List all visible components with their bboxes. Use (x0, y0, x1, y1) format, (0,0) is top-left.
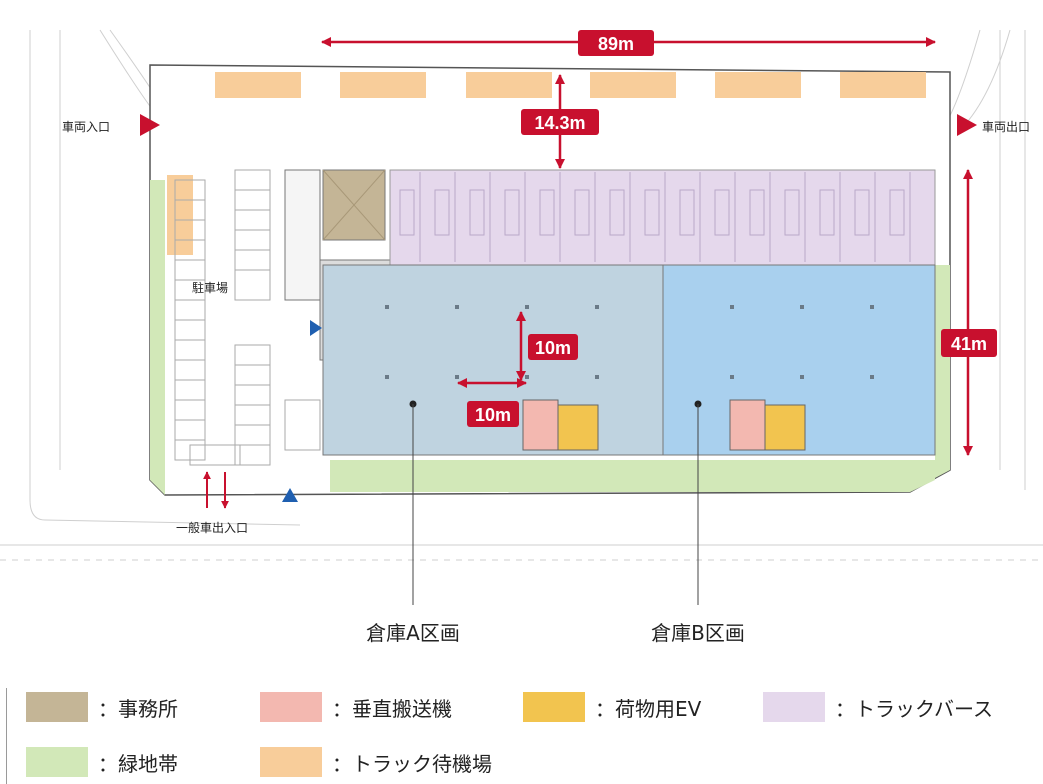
legend-swatch (26, 747, 88, 777)
vehicle-entrance-label: 車両入口 (62, 120, 110, 134)
warehouse-b-area (662, 264, 936, 456)
legend-swatch (260, 692, 322, 722)
entrance-marker (282, 488, 298, 502)
floor-plan: 89m 14.3m 41m 10m 10m 車両入口 車両出口 駐車場 一般車出… (0, 29, 1043, 645)
truck-waiting-areas (167, 72, 926, 255)
legend-swatch (523, 692, 585, 722)
warehouse-b-label: 倉庫B区画 (651, 621, 745, 645)
grid-v-dimension-badge (528, 334, 578, 360)
vehicle-entrance-arrow (140, 114, 160, 136)
width-dimension-badge (578, 30, 654, 56)
legend-label: ：事務所 (98, 696, 178, 721)
green-belt (150, 180, 950, 495)
parking-stalls (174, 169, 321, 466)
legend: ：事務所 ：垂直搬送機 ：荷物用EV ：トラックバース ：緑地帯 ：トラック待機… (0, 676, 1043, 784)
legend-item-green-belt: ：緑地帯 (26, 747, 178, 777)
parking-label: 駐車場 (192, 280, 228, 295)
depth-dimension-label: 41m (951, 334, 987, 354)
width-dimension-label: 89m (598, 34, 634, 54)
legend-item-truck-berth: ：トラックバース (763, 692, 993, 722)
bay-dimension-label: 14.3m (534, 113, 585, 133)
column-grid (385, 305, 874, 379)
depth-dimension-badge (941, 329, 997, 357)
legend-divider (6, 688, 7, 784)
grid-h-dimension-badge (467, 401, 519, 427)
legend-swatch (763, 692, 825, 722)
truck-berth (389, 169, 936, 266)
legend-label: ：垂直搬送機 (332, 696, 452, 721)
legend-label: ：緑地帯 (98, 751, 178, 776)
legend-item-truck-waiting: ：トラック待機場 (260, 747, 492, 777)
grid-h-dimension-label: 10m (475, 405, 511, 425)
legend-swatch (260, 747, 322, 777)
legend-swatch (26, 692, 88, 722)
vehicle-exit-label: 車両出口 (982, 120, 1030, 134)
street-lines (0, 29, 1043, 561)
warehouse-a-label: 倉庫A区画 (366, 621, 460, 645)
legend-label: ：トラックバース (835, 696, 993, 721)
entrance-marker (310, 320, 322, 336)
bay-dimension-badge (521, 109, 599, 135)
general-entrance-label: 一般車出入口 (176, 520, 248, 535)
legend-label: ：荷物用EV (595, 696, 702, 721)
legend-item-vertical-conveyor: ：垂直搬送機 (260, 692, 452, 722)
vehicle-exit-arrow (957, 114, 977, 136)
legend-label: ：トラック待機場 (332, 751, 492, 776)
grid-v-dimension-label: 10m (535, 338, 571, 358)
legend-item-freight-ev: ：荷物用EV (523, 692, 701, 722)
freight-elevators (557, 404, 806, 451)
legend-item-office: ：事務所 (26, 692, 178, 722)
